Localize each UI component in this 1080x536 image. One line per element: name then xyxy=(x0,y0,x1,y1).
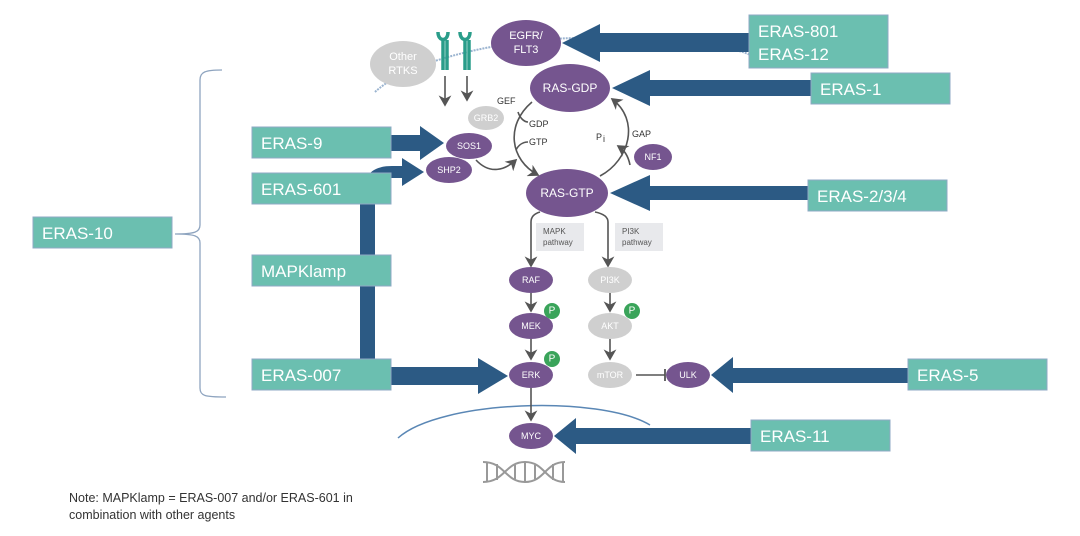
raf-label: RAF xyxy=(522,275,541,285)
shp2-node: SHP2 xyxy=(426,157,472,183)
mapk-pathway-label-2: pathway xyxy=(543,238,573,247)
arrow-eras11-to-myc xyxy=(554,418,751,454)
eras-11-label: ERAS-11 xyxy=(760,427,830,446)
eras-10-label: ERAS-10 xyxy=(42,224,113,243)
connector-mapklamp-007 xyxy=(360,285,375,360)
pi3k-branch-arrow xyxy=(594,211,615,268)
mek-label: MEK xyxy=(521,321,541,331)
eras-007-label: ERAS-007 xyxy=(261,366,341,385)
ras-gdp-label: RAS-GDP xyxy=(543,81,598,95)
connector-601-mapklamp xyxy=(360,203,375,255)
gtp-entry xyxy=(515,141,529,151)
nf1-node: NF1 xyxy=(634,144,672,170)
mapk-pathway-label-1: MAPK xyxy=(543,227,566,236)
gef-cycle-arrow xyxy=(513,101,540,177)
akt-label: AKT xyxy=(601,321,619,331)
drug-box-eras-2-3-4[interactable]: ERAS-2/3/4 xyxy=(807,179,948,212)
eras-5-label: ERAS-5 xyxy=(917,366,978,385)
mapk-pathway-box xyxy=(536,223,584,251)
mek-phospho-label: P xyxy=(549,306,556,317)
eras-1-label: ERAS-1 xyxy=(820,80,881,99)
gdp-release xyxy=(517,111,529,123)
akt-phospho-badge: P xyxy=(624,303,640,319)
pi-label: P xyxy=(596,132,602,142)
arrow-eras801-to-egfr xyxy=(562,24,750,62)
pi3k-pathway-box xyxy=(615,223,663,251)
nf1-label: NF1 xyxy=(644,152,661,162)
drug-box-eras-10[interactable]: ERAS-10 xyxy=(32,216,173,249)
mek-node: MEK xyxy=(509,313,553,339)
arrow-eras007-to-erk xyxy=(390,358,508,394)
arrow-eras1-to-rasgdp xyxy=(612,70,815,106)
sos1-to-cycle xyxy=(475,158,518,172)
mtor-label: mTOR xyxy=(597,370,624,380)
gap-label: GAP xyxy=(632,129,651,139)
pi3k-pathway-label-2: pathway xyxy=(622,238,652,247)
gef-label: GEF xyxy=(497,96,516,106)
myc-node: MYC xyxy=(509,423,553,449)
pi-subscript: i xyxy=(603,134,605,144)
ras-gdp-node: RAS-GDP xyxy=(530,64,610,112)
myc-label: MYC xyxy=(521,431,542,441)
pi3k-node: PI3K xyxy=(588,267,632,293)
other-rtks-node: Other RTKS xyxy=(370,41,436,87)
gdp-label: GDP xyxy=(529,119,549,129)
mapk-branch-arrow xyxy=(524,211,541,268)
drug-box-eras-007[interactable]: ERAS-007 xyxy=(251,358,392,391)
grb2-node: GRB2 xyxy=(468,106,504,130)
raf-node: RAF xyxy=(509,267,553,293)
erk-label: ERK xyxy=(522,370,541,380)
gtp-label: GTP xyxy=(529,137,548,147)
sos1-node: SOS1 xyxy=(446,133,492,159)
pi-release xyxy=(616,145,631,166)
drug-box-eras-601[interactable]: ERAS-601 xyxy=(251,172,392,205)
drug-box-eras-801-12[interactable]: ERAS-801 ERAS-12 xyxy=(748,14,889,69)
mapklamp-label: MAPKlamp xyxy=(261,262,346,281)
drug-box-eras-9[interactable]: ERAS-9 xyxy=(251,126,392,159)
eras-234-label: ERAS-2/3/4 xyxy=(817,187,907,206)
arrow-eras5-to-ulk xyxy=(711,357,910,393)
drug-box-eras-5[interactable]: ERAS-5 xyxy=(907,358,1048,391)
drug-box-mapklamp[interactable]: MAPKlamp xyxy=(251,254,392,287)
mtor-inhibits-ulk xyxy=(636,369,666,381)
eras-12-label: ERAS-12 xyxy=(758,45,829,64)
erk-phospho-badge: P xyxy=(544,351,560,367)
grb2-label: GRB2 xyxy=(474,113,499,123)
sos1-label: SOS1 xyxy=(457,141,481,151)
arrow-eras9-to-sos1 xyxy=(390,126,444,160)
other-rtks-label-2: RTKS xyxy=(388,65,417,77)
erk-phospho-label: P xyxy=(549,354,556,365)
mtor-node: mTOR xyxy=(588,362,632,388)
receptor-icon xyxy=(436,31,472,70)
mek-phospho-badge: P xyxy=(544,303,560,319)
ulk-node: ULK xyxy=(666,362,710,388)
eras-9-label: ERAS-9 xyxy=(261,134,322,153)
pi3k-pathway-label-1: PI3K xyxy=(622,227,640,236)
eras-601-label: ERAS-601 xyxy=(261,180,341,199)
eras10-bracket xyxy=(174,69,227,398)
egfr-label: EGFR/ xyxy=(509,30,544,42)
erk-node: ERK xyxy=(509,362,553,388)
ras-gtp-node: RAS-GTP xyxy=(526,169,608,217)
dna-icon xyxy=(482,460,566,484)
gap-cycle-arrow xyxy=(599,98,630,177)
drug-box-eras-11[interactable]: ERAS-11 xyxy=(750,419,891,452)
akt-phospho-label: P xyxy=(629,306,636,317)
pi3k-label: PI3K xyxy=(600,275,620,285)
akt-node: AKT xyxy=(588,313,632,339)
flt3-label: FLT3 xyxy=(514,44,539,56)
ulk-label: ULK xyxy=(679,370,697,380)
ras-gtp-label: RAS-GTP xyxy=(540,186,593,200)
other-rtks-label-1: Other xyxy=(389,51,417,63)
drug-box-eras-1[interactable]: ERAS-1 xyxy=(810,72,951,105)
footnote: Note: MAPKlamp = ERAS-007 and/or ERAS-60… xyxy=(69,491,353,522)
shp2-label: SHP2 xyxy=(437,165,461,175)
eras-801-label: ERAS-801 xyxy=(758,22,838,41)
arrow-eras234-to-rasgtp xyxy=(610,175,810,211)
nuclear-membrane xyxy=(397,404,651,439)
egfr-flt3-node: EGFR/ FLT3 xyxy=(491,20,561,66)
